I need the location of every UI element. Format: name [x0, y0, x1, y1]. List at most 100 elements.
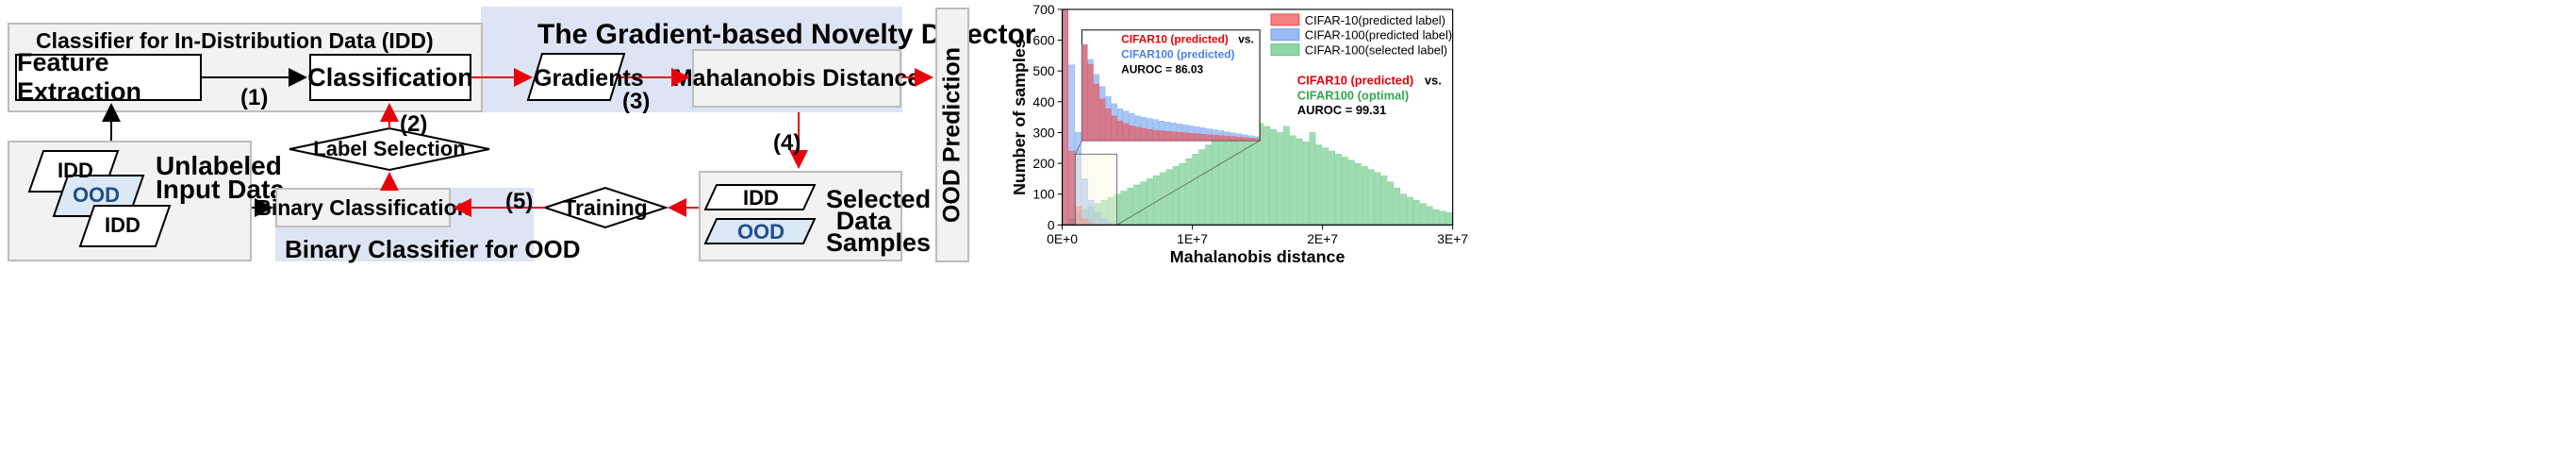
legend-swatch: [1270, 43, 1300, 57]
selected-idd-tag: IDD: [743, 186, 779, 210]
hist-bar: [1237, 126, 1245, 226]
hist-bar: [1179, 162, 1186, 226]
hist-bar: [1192, 154, 1199, 226]
hist-bar: [1432, 209, 1440, 226]
hist-bar: [1354, 162, 1362, 226]
hist-bar: [1283, 126, 1290, 226]
hist-bar: [1165, 169, 1173, 226]
x-tick-label: 2E+7: [1307, 231, 1338, 246]
inset-bar: [1087, 64, 1094, 142]
inset-bar: [1129, 126, 1135, 142]
mahalanobis-box: Mahalanobis Distance: [673, 49, 920, 108]
hist-bar: [1419, 203, 1427, 226]
hist-bar: [1147, 178, 1153, 226]
zoom-region: [1074, 153, 1117, 226]
binary-classification-label: Binary Classification: [256, 194, 471, 220]
step-4: (4): [773, 130, 801, 156]
inset-bar: [1141, 127, 1148, 142]
inset-bar: [1134, 126, 1141, 142]
inset-bar: [1200, 134, 1207, 142]
y-tick-label: 500: [1032, 63, 1054, 78]
inset-line1: CIFAR10 (predicted): [1121, 33, 1229, 46]
hist-bar: [1322, 147, 1329, 226]
selected-line2: Data: [835, 207, 892, 235]
x-tick-label: 0E+0: [1047, 231, 1078, 246]
binary-classification-box: Binary Classification: [256, 188, 471, 227]
y-tick-label: 0: [1048, 217, 1055, 232]
annotation-auroc: AUROC = 99.31: [1297, 103, 1386, 117]
inset-bar: [1159, 130, 1165, 142]
selected-idd-shape: [703, 184, 817, 210]
x-tick-label: 1E+7: [1177, 231, 1208, 246]
inset-auroc: AUROC = 86.03: [1121, 62, 1203, 76]
inset-bar: [1188, 133, 1195, 142]
hist-bar: [1348, 159, 1355, 226]
label-selection-label: Label Selection: [313, 137, 466, 160]
classification-box: Classification: [307, 54, 473, 101]
hist-bar: [1315, 144, 1323, 226]
legend-entry: CIFAR-100(selected label): [1305, 43, 1447, 58]
y-tick-label: 300: [1032, 125, 1054, 140]
inset-bar: [1105, 108, 1112, 142]
x-axis-label: Mahalanobis distance: [1170, 247, 1346, 266]
hist-bar: [1289, 135, 1296, 226]
hist-bar: [1413, 200, 1420, 226]
x-tick-label: 3E+7: [1437, 231, 1468, 246]
step-5: (5): [505, 189, 534, 214]
idd-shape-2: [78, 205, 172, 247]
hist-bar: [1329, 150, 1336, 226]
hist-bar: [1277, 132, 1283, 226]
hist-bar: [1426, 206, 1433, 226]
inset-connector: [1075, 140, 1082, 155]
binary-classifier-title: Binary Classifier for OOD: [285, 235, 581, 263]
inset-line2: CIFAR100 (predicted): [1121, 48, 1234, 61]
inset-bar: [1224, 136, 1230, 142]
hist-bar: [1133, 184, 1140, 226]
hist-bar: [1361, 166, 1368, 226]
inset-bar: [1116, 120, 1124, 142]
hist-bar: [1387, 181, 1395, 226]
hist-bar: [1374, 172, 1381, 226]
y-tick-label: 400: [1032, 94, 1054, 109]
hist-bar: [1270, 128, 1277, 226]
annotation-vs: vs.: [1425, 73, 1442, 87]
hist-bar: [1205, 144, 1212, 226]
classification-label: Classification: [307, 62, 473, 92]
hist-bar: [1296, 138, 1303, 226]
hist-bar: [1263, 126, 1271, 226]
hist-bar: [1230, 128, 1238, 226]
y-tick-label: 700: [1032, 2, 1054, 17]
hist-bar: [1367, 169, 1375, 226]
inset-bar: [1242, 137, 1248, 142]
hist-bar: [1172, 166, 1180, 226]
step-1: (1): [240, 85, 269, 110]
hist-bar: [1394, 187, 1401, 226]
hist-bar: [1342, 157, 1348, 226]
inset-bar: [1123, 123, 1130, 142]
hist-bar: [1068, 150, 1075, 226]
hist-bar: [1335, 154, 1342, 226]
inset-bar: [1164, 130, 1171, 142]
feature-extraction-label: Feature Extraction: [17, 48, 142, 106]
idd-tag-1: IDD: [58, 159, 93, 182]
inset-bar: [1099, 98, 1106, 142]
inset-connector: [1116, 140, 1261, 226]
hist-bar: [1140, 181, 1147, 226]
hist-bar: [1302, 142, 1310, 226]
inset-bar: [1111, 115, 1117, 142]
inset-bar: [1152, 129, 1159, 142]
inset-vs: vs.: [1238, 33, 1254, 46]
legend-entry: CIFAR-10(predicted label): [1305, 13, 1445, 27]
legend-swatch: [1270, 28, 1300, 42]
ood-tag: OOD: [72, 183, 121, 207]
hist-bar: [1217, 135, 1225, 226]
idd-tag-2: IDD: [105, 213, 140, 237]
legend-swatch: [1270, 13, 1300, 26]
inset-bar: [1206, 134, 1213, 142]
hist-bar: [1198, 149, 1205, 226]
hist-bar: [1127, 187, 1134, 226]
hist-bar: [1224, 132, 1231, 226]
y-tick-label: 100: [1032, 187, 1054, 202]
inset-bar: [1182, 132, 1189, 142]
